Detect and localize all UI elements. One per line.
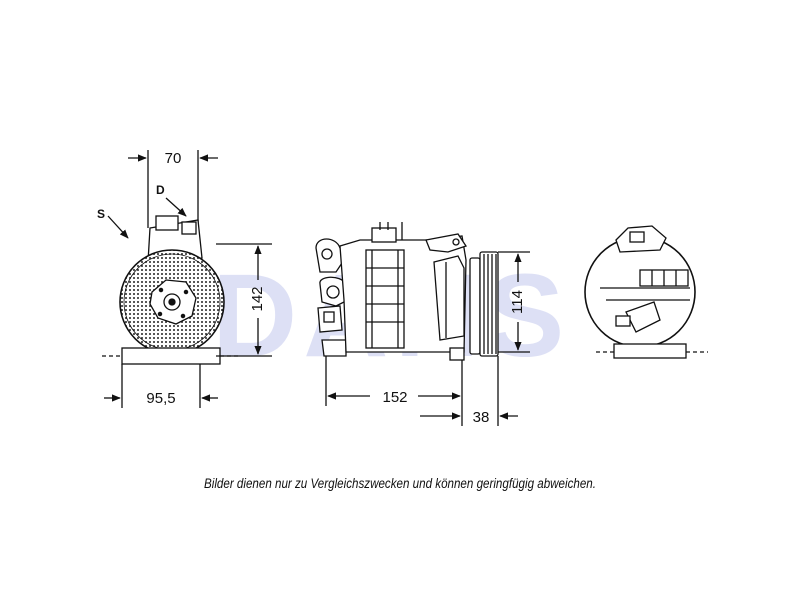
disclaimer-caption: Bilder dienen nur zu Vergleichszwecken u… xyxy=(204,476,596,491)
label-suction: S xyxy=(97,207,105,221)
label-discharge: D xyxy=(156,183,165,197)
rear-view xyxy=(584,225,708,359)
dim-side-length: 152 xyxy=(382,389,407,406)
dim-front-height: 142 xyxy=(249,286,266,311)
front-view xyxy=(102,150,272,408)
side-view xyxy=(315,222,530,426)
dim-side-pulley-width: 38 xyxy=(473,409,490,426)
dim-front-width-bottom: 95,5 xyxy=(146,390,175,407)
dim-side-pulley-diameter: 114 xyxy=(509,290,526,314)
dim-front-width-top: 70 xyxy=(165,150,182,167)
